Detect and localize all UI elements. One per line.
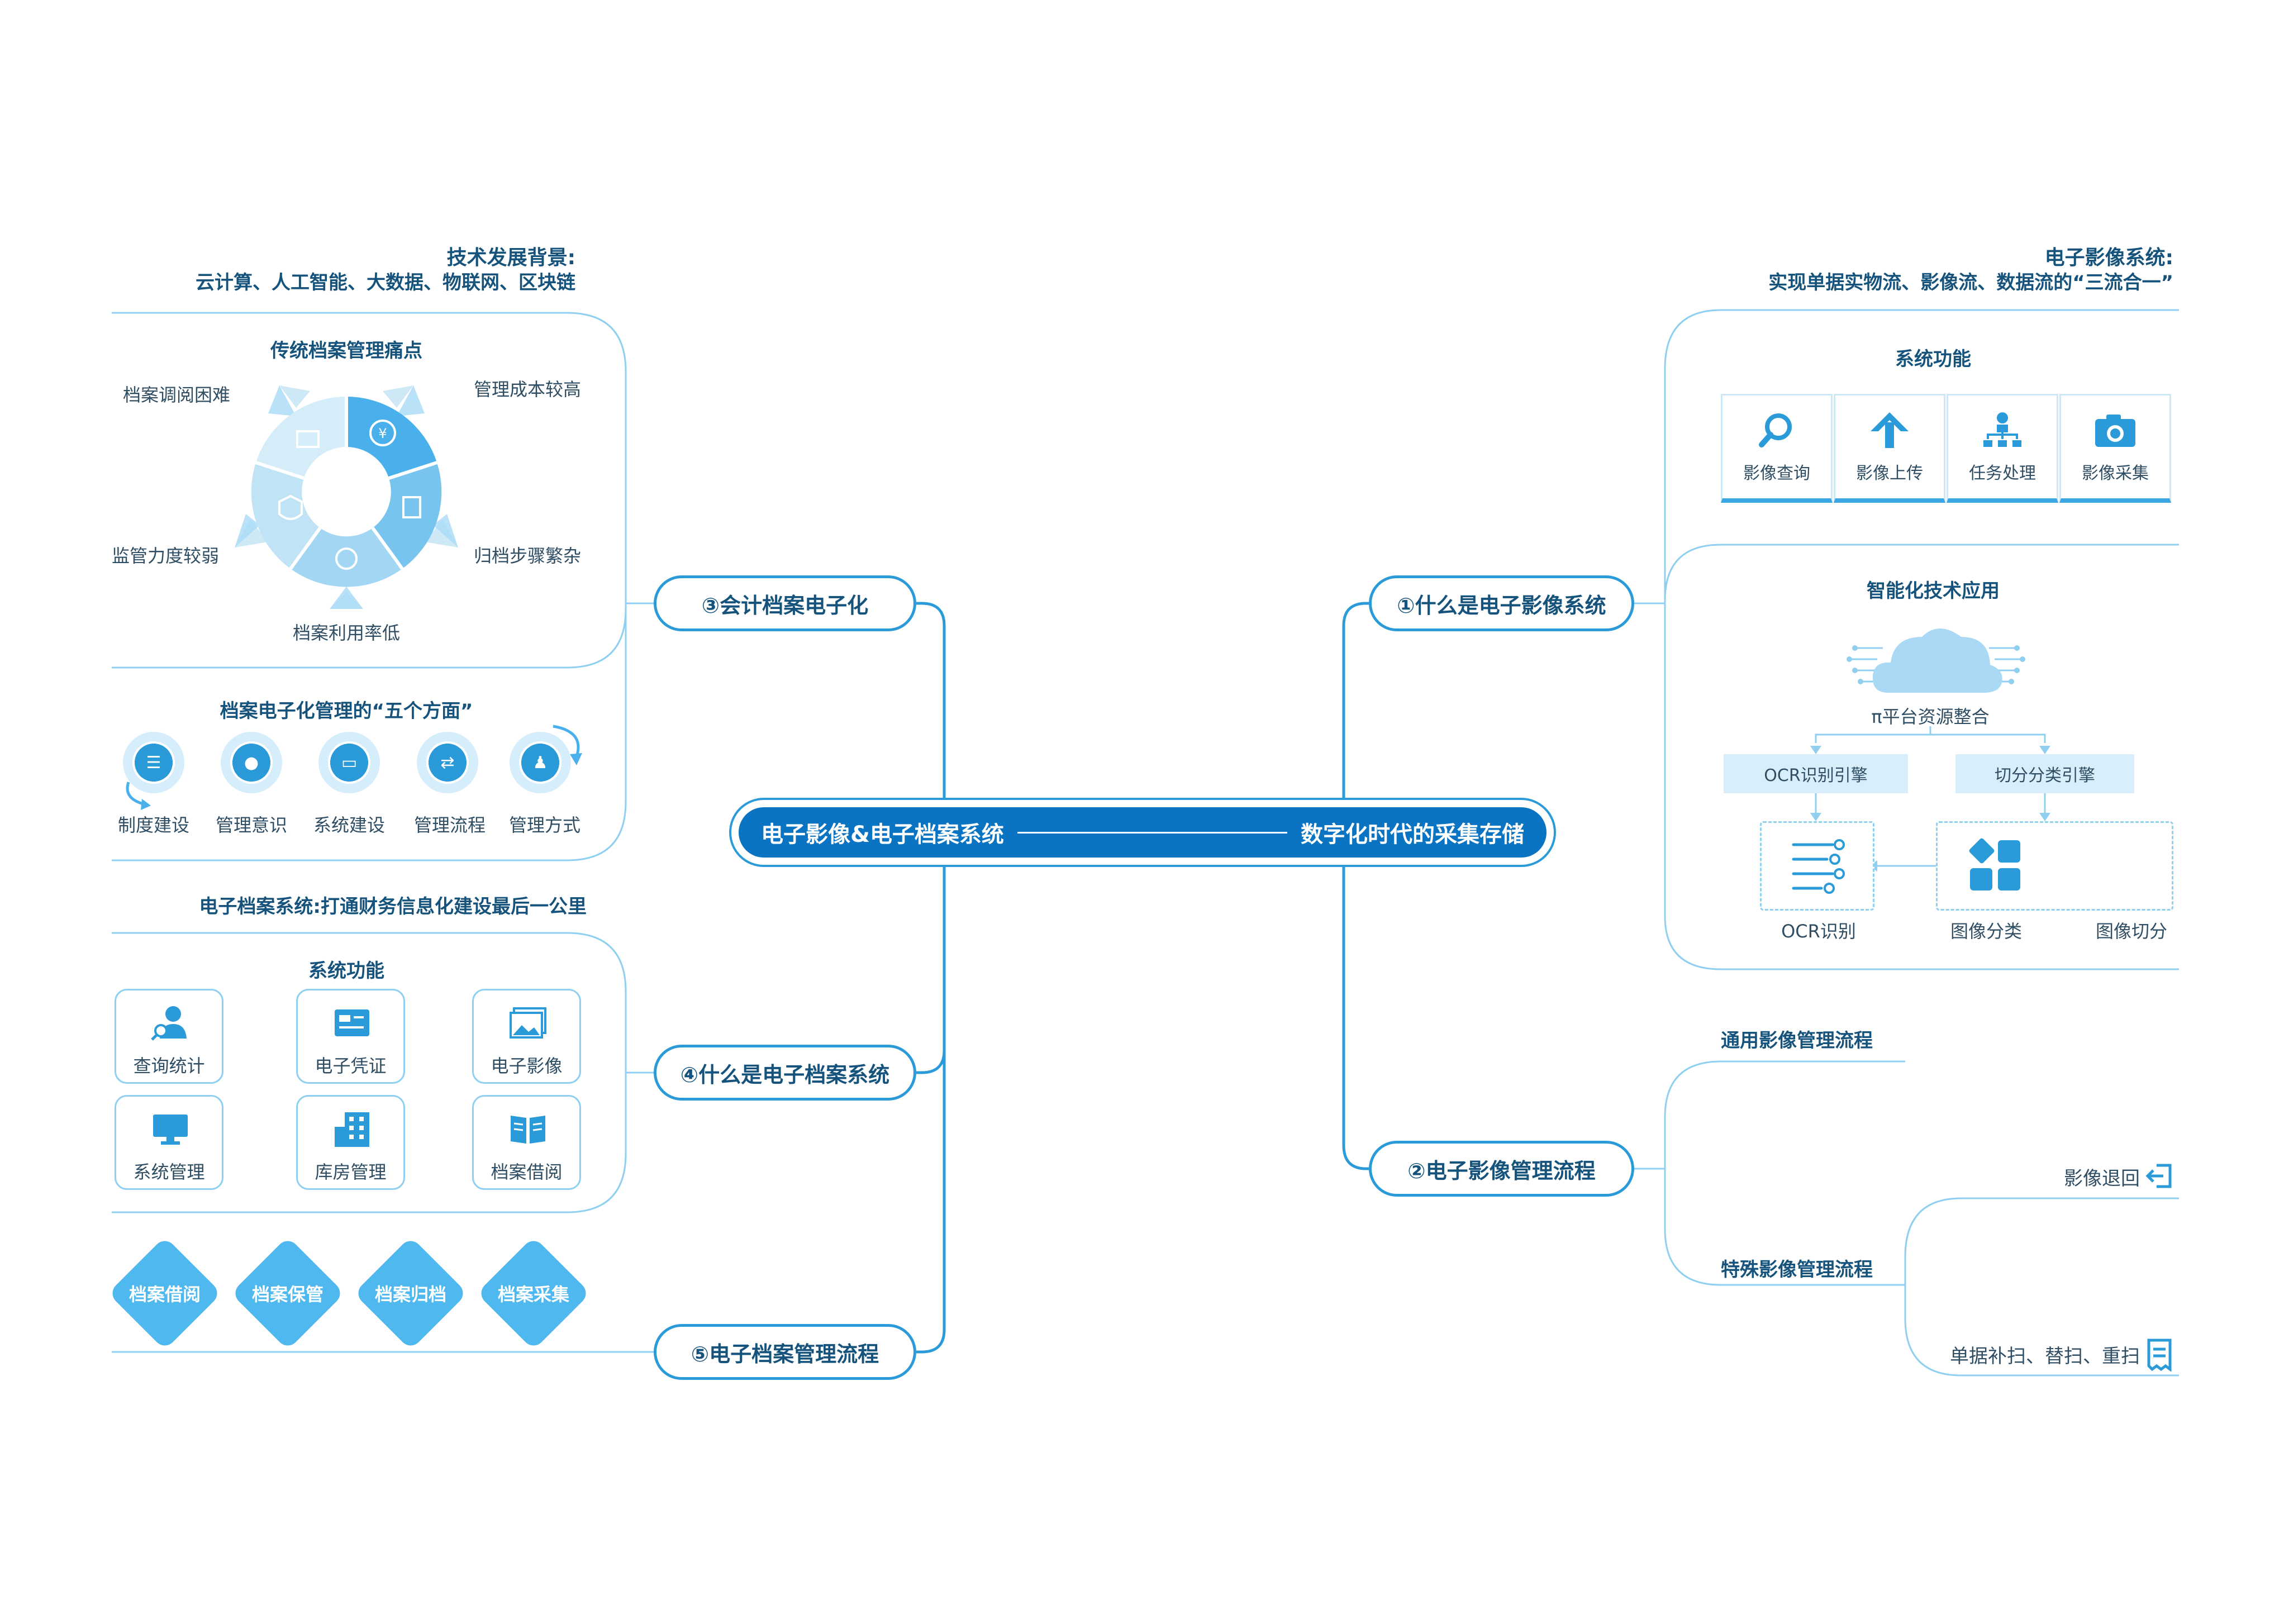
tile-image-query[interactable]: 影像查询	[1721, 394, 1833, 503]
user-search-icon	[151, 1006, 187, 1041]
archive-functions-title: 系统功能	[308, 960, 384, 982]
smart-tech-title: 智能化技术应用	[1867, 580, 2000, 602]
tech-heading-2: 云计算、人工智能、大数据、物联网、区块链	[196, 272, 575, 294]
func-warehouse[interactable]: 库房管理	[296, 1095, 405, 1190]
voucher-icon	[335, 1009, 369, 1036]
pain-points-ring: ¥	[235, 385, 458, 609]
engine-split-classify[interactable]: 切分分类引擎	[1955, 754, 2134, 793]
search-icon	[1759, 413, 1792, 447]
flow-label-split: 图像切分	[2095, 921, 2167, 942]
diamond-label: 档案保管	[251, 1284, 323, 1305]
image-system-heading-2: 实现单据实物流、影像流、数据流的“三流合一”	[1768, 272, 2173, 294]
branch-accounting-archive[interactable]: ③会计档案电子化	[654, 575, 916, 631]
pain-supervision: 监管力度较弱	[112, 545, 220, 566]
aspect-awareness: 管理意识	[215, 815, 287, 836]
general-process-label: 通用影像管理流程	[1721, 1030, 1873, 1052]
func-label: 电子影像	[491, 1055, 563, 1077]
tile-label: 任务处理	[1969, 464, 2036, 483]
func-label: 电子凭证	[315, 1055, 387, 1077]
aspect-flow: 管理流程	[413, 815, 486, 836]
aspect-institution: 制度建设	[117, 815, 189, 836]
flow-archive-collect[interactable]: 档案采集	[477, 1236, 591, 1350]
branch-archive-system[interactable]: ④什么是电子档案系统	[654, 1045, 916, 1101]
svg-text:¥: ¥	[378, 426, 387, 441]
engine-ocr[interactable]: OCR识别引擎	[1724, 754, 1908, 793]
func-label: 档案借阅	[491, 1161, 563, 1183]
root-left-text: 电子影像&电子档案系统	[761, 822, 1004, 847]
gear-system-build: ▭	[318, 732, 380, 793]
desktop-icon	[153, 1115, 188, 1145]
tech-heading-1: 技术发展背景:	[446, 246, 575, 269]
flow-ocr-frame	[1760, 821, 1874, 911]
book-icon	[511, 1116, 545, 1144]
flow-archive-keep[interactable]: 档案保管	[231, 1236, 345, 1350]
branch-image-process[interactable]: ②电子影像管理流程	[1369, 1141, 1634, 1197]
process-item-return: 影像退回	[2064, 1168, 2140, 1190]
special-process-label: 特殊影像管理流程	[1721, 1259, 1873, 1281]
flow-label-ocr: OCR识别	[1781, 921, 1856, 942]
pain-utilization: 档案利用率低	[292, 622, 400, 644]
archive-system-heading: 电子档案系统:打通财务信息化建设最后一公里	[199, 896, 587, 918]
flow-archive-file[interactable]: 档案归档	[354, 1236, 468, 1350]
five-aspects-title: 档案电子化管理的“五个方面”	[220, 700, 473, 722]
tile-label: 影像查询	[1743, 464, 1810, 483]
diamond-label: 档案采集	[497, 1284, 569, 1305]
gear-institution: ☰	[123, 732, 184, 793]
image-functions-title: 系统功能	[1895, 348, 1971, 370]
image-icon	[510, 1007, 546, 1039]
pain-retrieval: 档案调阅困难	[123, 384, 231, 406]
tile-label: 影像上传	[1856, 464, 1923, 483]
func-electronic-voucher[interactable]: 电子凭证	[296, 989, 405, 1084]
pain-points-title: 传统档案管理痛点	[270, 340, 422, 362]
building-icon	[335, 1112, 369, 1147]
func-system-management[interactable]: 系统管理	[115, 1095, 223, 1190]
arrow-up-icon	[1871, 412, 1909, 448]
image-system-heading-1: 电子影像系统:	[2044, 246, 2173, 269]
branch-image-system[interactable]: ①什么是电子影像系统	[1369, 575, 1634, 631]
func-electronic-image[interactable]: 电子影像	[472, 989, 581, 1084]
camera-icon	[2095, 415, 2135, 447]
tile-task-processing[interactable]: 任务处理	[1947, 394, 2058, 503]
process-item-rescan: 单据补扫、替扫、重扫	[1950, 1345, 2140, 1368]
gear-awareness: ●	[221, 732, 282, 793]
tile-label: 影像采集	[2082, 464, 2149, 483]
diamond-label: 档案借阅	[129, 1284, 201, 1305]
func-label: 查询统计	[133, 1055, 205, 1077]
gear-management-method: ♟	[510, 732, 571, 793]
flow-left-frame	[1936, 821, 2173, 911]
logout-icon[interactable]	[2145, 1162, 2173, 1190]
func-label: 系统管理	[133, 1161, 205, 1183]
diamond-label: 档案归档	[374, 1284, 446, 1305]
list-icon: ☰	[146, 753, 161, 773]
grid-icon	[1967, 837, 2023, 894]
flow-label-classify: 图像分类	[1950, 921, 2022, 942]
root-right-text: 数字化时代的采集存储	[1301, 822, 1524, 847]
root-divider	[1017, 831, 1287, 834]
ocr-lines-icon	[1792, 839, 1845, 894]
branch-archive-process[interactable]: ⑤电子档案管理流程	[654, 1324, 916, 1380]
flow-archive-borrow[interactable]: 档案借阅	[108, 1236, 222, 1350]
person-icon: ♟	[532, 753, 548, 773]
func-archive-borrow[interactable]: 档案借阅	[472, 1095, 581, 1190]
aspect-method: 管理方式	[508, 815, 580, 836]
func-query-stats[interactable]: 查询统计	[115, 989, 223, 1084]
tile-image-capture[interactable]: 影像采集	[2059, 394, 2171, 503]
bulb-icon: ●	[244, 753, 259, 773]
receipt-icon[interactable]	[2145, 1338, 2173, 1371]
flow-icon: ⇄	[440, 753, 455, 773]
monitor-icon: ▭	[341, 753, 358, 773]
cloud-label: π平台资源整合	[1871, 706, 1990, 727]
pain-cost: 管理成本较高	[473, 379, 581, 400]
cycle-arrows	[126, 725, 582, 810]
cloud-icon	[1847, 628, 2025, 693]
root-node[interactable]: 电子影像&电子档案系统 数字化时代的采集存储	[739, 807, 1547, 858]
func-label: 库房管理	[315, 1161, 387, 1183]
aspect-system: 系统建设	[313, 815, 385, 836]
pain-steps: 归档步骤繁杂	[473, 545, 581, 566]
tile-image-upload[interactable]: 影像上传	[1834, 394, 1945, 503]
gear-management-flow: ⇄	[417, 732, 478, 793]
org-chart-icon	[1983, 412, 2021, 447]
